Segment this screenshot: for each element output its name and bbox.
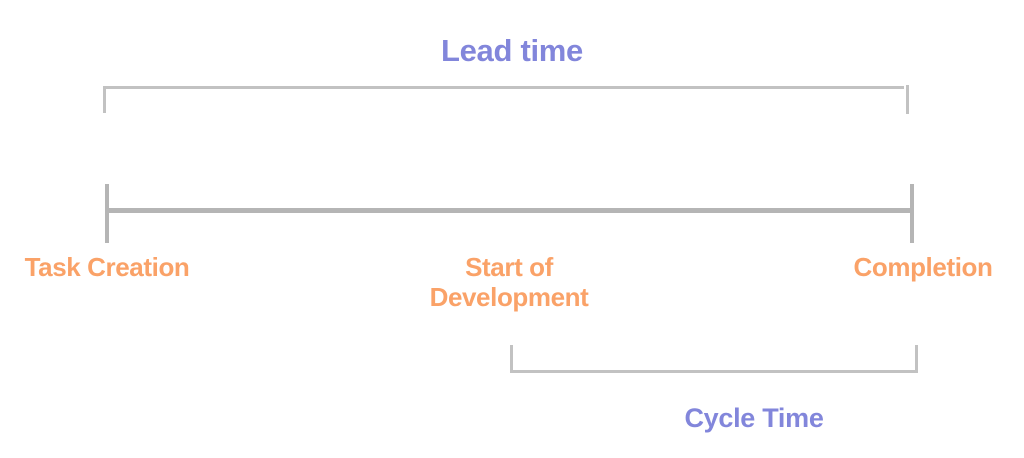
- timeline-end-tick: [910, 184, 914, 243]
- lead-time-bracket-left-leg: [103, 86, 106, 113]
- cycle-time-bracket-left-leg: [510, 345, 513, 373]
- milestone-label-task-creation: Task Creation: [24, 252, 190, 282]
- cycle-time-label: Cycle Time: [684, 403, 824, 433]
- cycle-time-bracket-right-leg: [915, 345, 918, 373]
- timeline-line: [107, 208, 913, 213]
- lead-time-title: Lead time: [440, 33, 583, 68]
- lead-time-bracket-line: [103, 86, 904, 89]
- milestone-label-completion: Completion: [853, 252, 993, 282]
- milestone-label-start-of-development: Start of Development: [429, 252, 589, 312]
- lead-time-bracket-right-tick: [906, 85, 909, 114]
- cycle-time-bracket-line: [510, 370, 918, 373]
- timeline-start-tick: [105, 184, 109, 243]
